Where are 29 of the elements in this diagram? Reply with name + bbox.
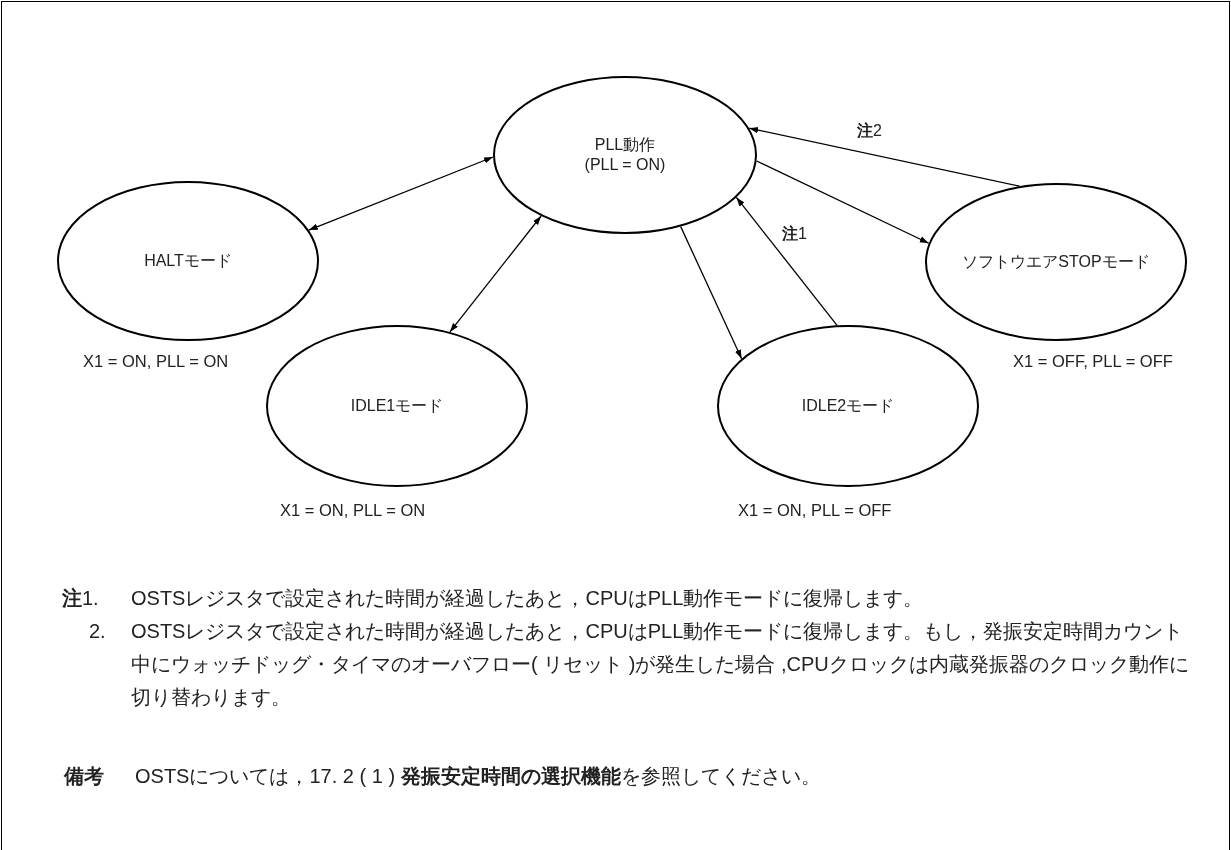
note-text: 備考 <box>64 764 104 789</box>
state-ellipse <box>493 76 757 234</box>
condition-note: X1 = OFF, PLL = OFF <box>1013 351 1173 371</box>
note-text: OSTSレジスタで設定された時間が経過したあと，CPUはPLL動作モードに復帰します。 <box>131 586 925 611</box>
state-label: IDLE2モード <box>801 396 895 416</box>
arrow <box>748 127 1021 187</box>
arrow <box>449 215 542 333</box>
note-text: 注1. <box>62 586 99 611</box>
state-label: IDLE1モード <box>350 396 444 416</box>
note-text: OSTSレジスタで設定された時間が経過したあと，CPUはPLL動作モードに復帰します。もし，発振安定時間カウント中にウォッチドッグ・タイマのオーバフロー( リセット )が発生した場合 ,CPUクロックは内蔵発振器のクロック動作に切り替わります。 <box>131 619 1190 710</box>
note-text: OSTSについては，17. 2 ( 1 ) 発振安定時間の選択機能を参照してください。 <box>135 764 822 789</box>
arrow <box>735 196 838 326</box>
state-label: (PLL = ON) <box>584 155 666 175</box>
state-ellipse <box>717 325 979 487</box>
arrow <box>755 160 930 244</box>
state-ellipse <box>57 181 319 341</box>
state-ellipse <box>266 325 528 487</box>
edge-label: 注1 <box>780 224 809 245</box>
state-label: HALTモード <box>144 251 232 271</box>
note-text: 2. <box>89 619 106 644</box>
condition-note: X1 = ON, PLL = ON <box>83 351 229 371</box>
state-label: ソフトウエアSTOPモード <box>962 252 1150 272</box>
state-label: PLL動作 <box>593 135 657 155</box>
arrow <box>308 156 494 231</box>
state-ellipse <box>925 183 1187 341</box>
edge-label: 注2 <box>855 121 884 142</box>
condition-note: X1 = ON, PLL = OFF <box>738 500 892 520</box>
arrow <box>680 225 743 360</box>
condition-note: X1 = ON, PLL = ON <box>280 500 426 520</box>
